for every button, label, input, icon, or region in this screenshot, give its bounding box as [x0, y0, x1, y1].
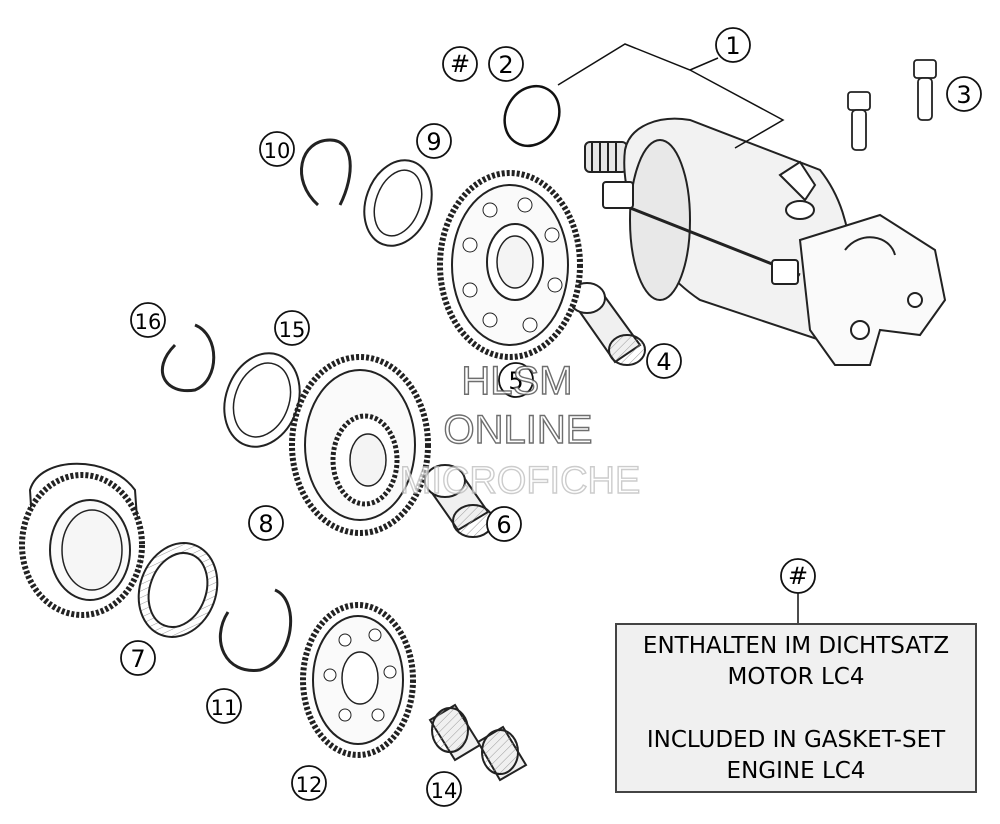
svg-text:11: 11	[211, 696, 238, 720]
callout-2	[488, 46, 524, 82]
gear-12	[300, 602, 416, 758]
legend-en-line1: INCLUDED IN GASKET-SET	[646, 727, 946, 753]
leader-line-1b	[689, 57, 719, 71]
needle-bearings-14	[428, 703, 528, 782]
callout-4	[646, 343, 682, 379]
svg-text:3: 3	[956, 81, 971, 109]
svg-text:7: 7	[130, 645, 145, 673]
svg-text:10: 10	[264, 139, 291, 163]
circlip-16	[161, 323, 216, 393]
svg-text:1: 1	[725, 32, 740, 60]
callout-9	[416, 123, 452, 159]
legend-de-line2: MOTOR LC4	[727, 664, 865, 690]
callout-6	[486, 506, 522, 542]
svg-text:6: 6	[496, 511, 511, 539]
svg-text:12: 12	[296, 773, 323, 797]
svg-text:4: 4	[656, 348, 671, 376]
freewheel-gear	[19, 462, 145, 618]
callout-3	[946, 76, 982, 112]
callout-1	[715, 27, 751, 63]
callout-12	[291, 765, 327, 801]
intermediate-gear-8	[289, 354, 431, 536]
callout-11	[206, 688, 242, 724]
callout-15	[274, 310, 310, 346]
svg-text:#: #	[788, 562, 808, 590]
thrust-washer-15	[223, 352, 301, 448]
needle-bearing-4	[568, 282, 646, 366]
thrust-washer-9	[363, 159, 433, 247]
legend-spacer	[617, 693, 975, 725]
legend-box: ENTHALTEN IM DICHTSATZ MOTOR LC4 INCLUDE…	[615, 623, 977, 793]
needle-bearing-6	[424, 464, 494, 538]
svg-text:9: 9	[426, 128, 441, 156]
svg-text:8: 8	[258, 510, 273, 538]
legend-en-line2: ENGINE LC4	[726, 758, 866, 784]
callout-hash-2	[442, 46, 478, 82]
circlip-11	[218, 588, 293, 672]
o-ring	[503, 84, 561, 148]
callout-10	[259, 131, 295, 167]
callout-14	[426, 771, 462, 807]
svg-text:15: 15	[279, 318, 306, 342]
svg-text:MICROFICHE: MICROFICHE	[400, 460, 641, 502]
watermark: HLSM ONLINE MICROFICHE	[399, 358, 641, 502]
svg-text:2: 2	[498, 51, 513, 79]
svg-text:HLSM: HLSM	[461, 359, 572, 403]
starter-motor	[584, 117, 947, 366]
callout-5	[498, 362, 534, 398]
legend-de-line1: ENTHALTEN IM DICHTSATZ	[642, 633, 950, 659]
svg-text:14: 14	[431, 779, 458, 803]
callout-8	[248, 505, 284, 541]
svg-text:5: 5	[508, 367, 523, 395]
circlip-10	[300, 138, 352, 207]
svg-text:16: 16	[135, 310, 162, 334]
callout-7	[120, 640, 156, 676]
idler-gear-large	[437, 170, 583, 360]
freewheel-7	[137, 542, 219, 638]
bolt	[847, 59, 937, 151]
svg-text:ONLINE: ONLINE	[444, 408, 593, 452]
callout-hash-legend	[780, 558, 816, 594]
callout-16	[130, 302, 166, 338]
svg-text:#: #	[450, 50, 470, 78]
